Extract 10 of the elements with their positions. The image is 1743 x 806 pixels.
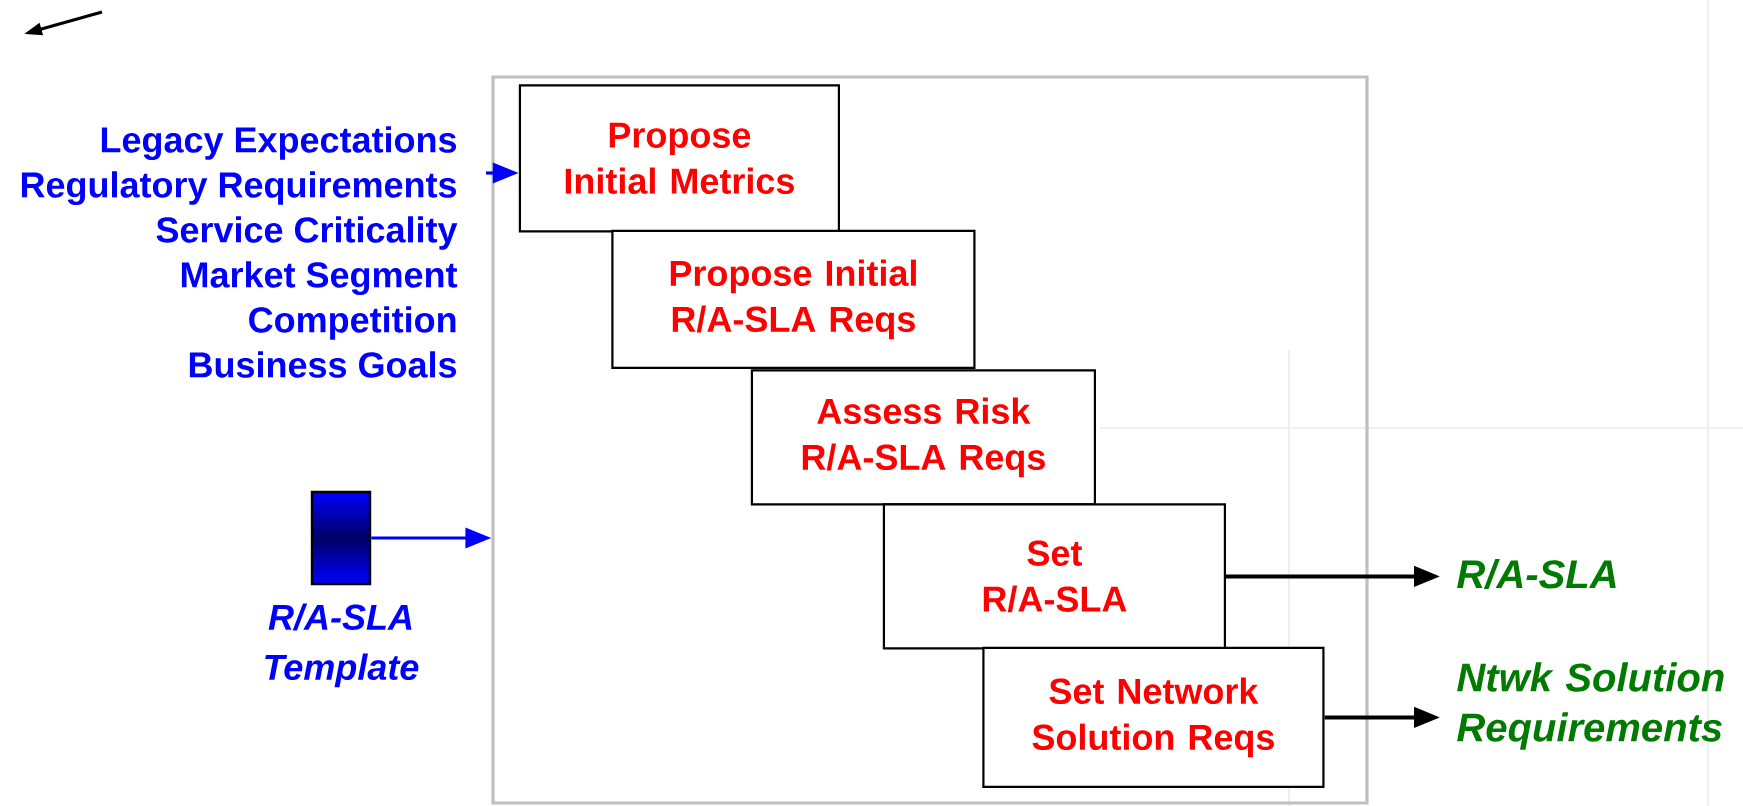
input-list: Legacy Expectations Regulatory Requirements Service Criticality Market Segment Competition Business Goals — [21, 126, 458, 378]
process-box: Set R/A-SLA — [882, 503, 1226, 650]
output-label: Ntwk Solution Requirements — [1457, 662, 1724, 750]
process-box: Propose Initial R/A-SLA Reqs — [611, 229, 976, 369]
process-box: Propose Initial Metrics — [518, 84, 840, 233]
process-frame — [491, 75, 1369, 805]
output-label: R/A-SLA — [1457, 559, 1616, 589]
process-box: Assess Risk R/A-SLA Reqs — [750, 369, 1096, 506]
node-caption: R/A-SLA Template — [265, 603, 419, 688]
process-box: Set Network Solution Reqs — [982, 646, 1325, 788]
